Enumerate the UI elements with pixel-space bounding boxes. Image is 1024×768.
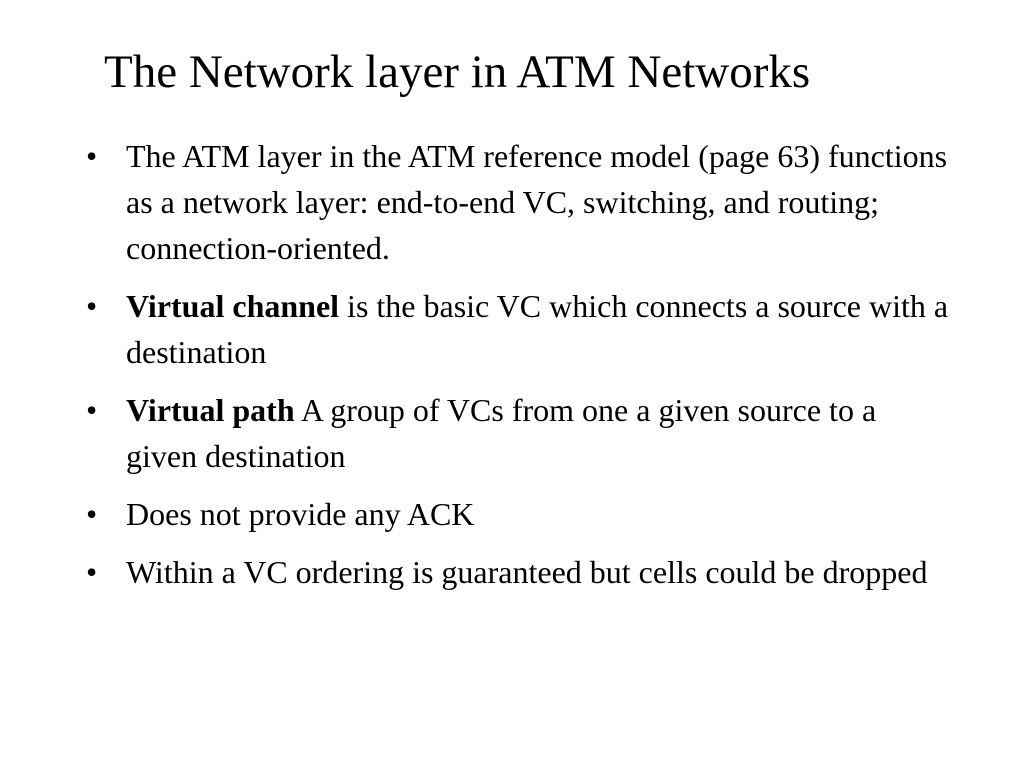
bullet-term: Virtual channel — [126, 288, 340, 324]
bullet-dot-icon: • — [86, 496, 98, 532]
bullet-item-3: • Virtual path A group of VCs from one a… — [86, 387, 954, 479]
bullet-item-4: • Does not provide any ACK — [86, 491, 954, 537]
bullet-item-1: • The ATM layer in the ATM reference mod… — [86, 133, 954, 271]
bullet-dot-icon: • — [86, 138, 98, 174]
bullet-text: A group of VCs from one a given source t… — [126, 392, 877, 474]
slide-title: The Network layer in ATM Networks — [104, 46, 811, 98]
bullet-text: The ATM layer in the ATM reference model… — [126, 138, 948, 266]
bullet-term: Virtual path — [126, 392, 295, 428]
bullet-dot-icon: • — [86, 554, 98, 590]
bullet-list: • The ATM layer in the ATM reference mod… — [86, 133, 954, 607]
bullet-dot-icon: • — [86, 288, 98, 324]
bullet-text: Within a VC ordering is guaranteed but c… — [126, 554, 928, 590]
bullet-dot-icon: • — [86, 392, 98, 428]
bullet-text: Does not provide any ACK — [126, 496, 475, 532]
bullet-item-2: • Virtual channel is the basic VC which … — [86, 283, 954, 375]
bullet-text: is the basic VC which connects a source … — [126, 288, 949, 370]
bullet-item-5: • Within a VC ordering is guaranteed but… — [86, 549, 954, 595]
